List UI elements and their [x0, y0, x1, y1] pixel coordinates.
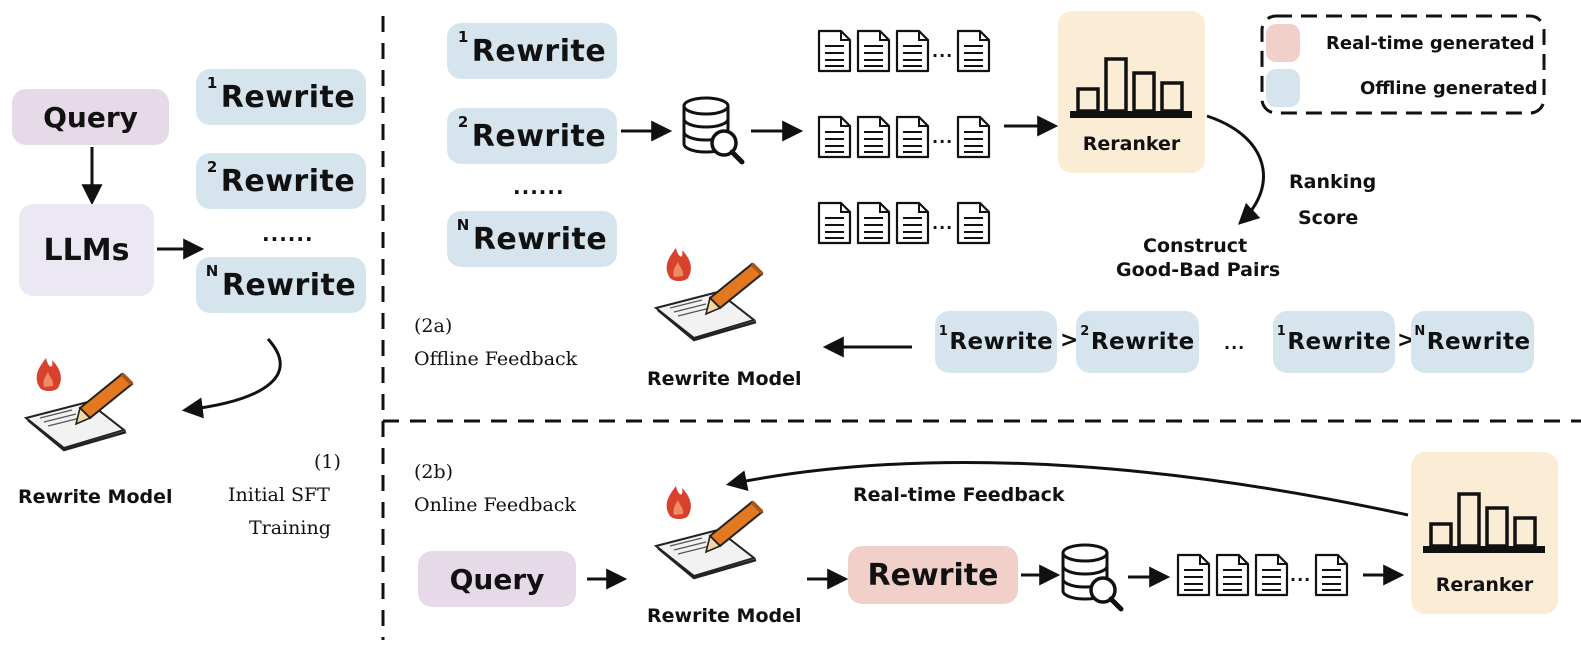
caption-num: (1): [314, 451, 341, 473]
ellipsis: ...: [932, 128, 954, 147]
ellipsis: ...: [1290, 566, 1312, 585]
rewrite-model-icon: [24, 356, 134, 452]
caption-line: Online Feedback: [414, 494, 576, 516]
greater-than-sign: >: [1060, 328, 1079, 353]
caption-line: Training: [249, 517, 331, 539]
realtime-feedback-label: Real-time Feedback: [853, 484, 1065, 506]
query-box: Query: [418, 551, 576, 607]
ellipsis: ...: [932, 42, 954, 61]
reranker-box: Reranker: [1058, 11, 1205, 173]
ellipsis: ...: [1224, 334, 1246, 353]
database-search-icon: [1063, 545, 1121, 609]
construct-label: Good-Bad Pairs: [1116, 259, 1281, 281]
caption-line: Offline Feedback: [414, 348, 578, 370]
construct-label: Construct: [1143, 235, 1248, 257]
llms-box: LLMs: [19, 204, 154, 296]
rewrite-model-label: Rewrite Model: [647, 368, 802, 390]
reranker-box: Reranker: [1411, 452, 1558, 614]
caption-line: Initial SFT: [228, 484, 330, 506]
caption-num: (2b): [414, 461, 454, 483]
ellipsis: ......: [262, 222, 314, 246]
legend-label-realtime: Real-time generated: [1326, 33, 1535, 54]
database-search-icon: [684, 98, 742, 162]
greater-than-sign: >: [1397, 328, 1416, 353]
bar-chart-icon: [1070, 57, 1192, 119]
legend-label-offline: Offline generated: [1360, 78, 1538, 99]
realtime-rewrite-box: Rewrite: [848, 546, 1018, 604]
legend-swatch-realtime: [1266, 24, 1300, 62]
query-box: Query: [12, 89, 169, 145]
ellipsis: ......: [513, 175, 565, 199]
bar-chart-icon: [1423, 492, 1545, 554]
rewrite-model-icon: [654, 484, 764, 580]
ranking-label: Ranking: [1289, 171, 1377, 193]
ellipsis: ...: [932, 214, 954, 233]
rewrite-model-icon: [654, 246, 764, 342]
legend-swatch-offline: [1266, 69, 1300, 107]
rewrite-model-label: Rewrite Model: [18, 486, 173, 508]
ranking-label: Score: [1298, 207, 1359, 229]
rewrite-model-label: Rewrite Model: [647, 605, 802, 627]
caption-num: (2a): [414, 315, 453, 337]
